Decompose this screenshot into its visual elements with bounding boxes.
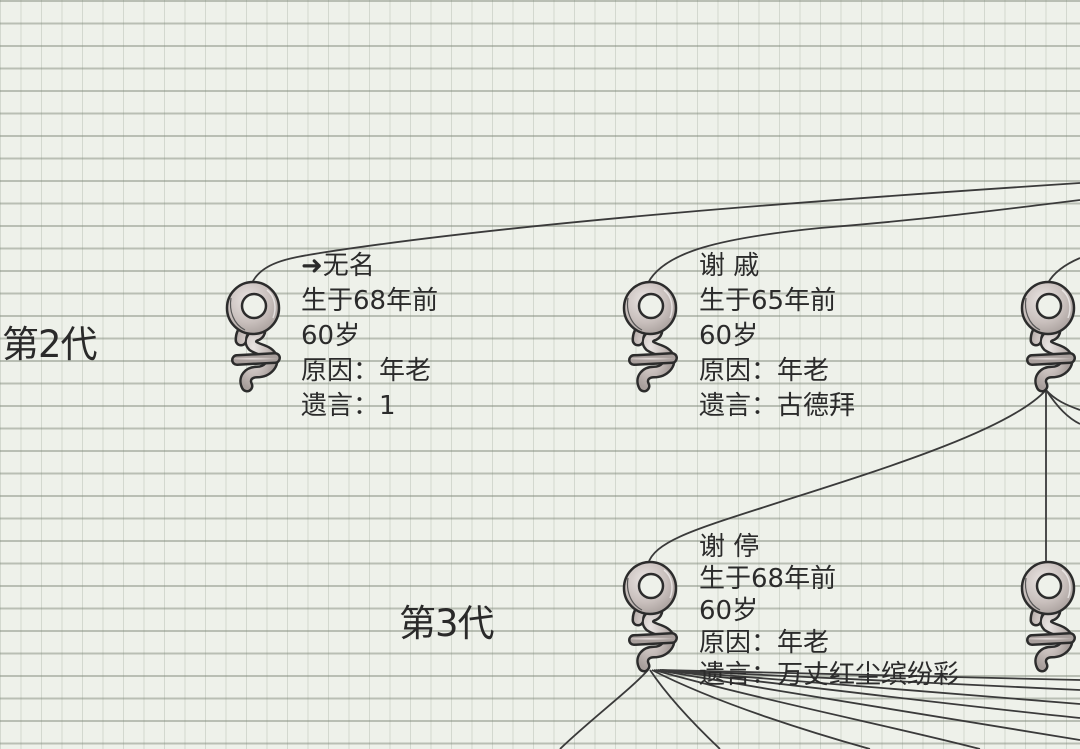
female-symbol-icon[interactable] xyxy=(624,562,676,666)
person-last-words: 遗言：万丈红尘缤纷彩 xyxy=(699,660,960,690)
line-down-3 xyxy=(651,669,871,749)
person-cause: 原因：年老 xyxy=(699,628,830,658)
line-down-9 xyxy=(661,669,1080,681)
person-age: 60岁 xyxy=(699,596,759,626)
person-info-wuming[interactable]: ➜无名 生于68年前 60岁 原因：年老 遗言：1 xyxy=(301,249,438,424)
line-down-8 xyxy=(659,669,1080,691)
line-down-7 xyxy=(659,669,1080,705)
female-symbol-icon[interactable] xyxy=(227,282,279,386)
person-info-xieting[interactable]: 谢 停 生于68年前 60岁 原因：年老 遗言：万丈红尘缤纷彩 xyxy=(699,531,959,691)
person-name: ➜无名 xyxy=(301,251,375,281)
line-to-xieqi xyxy=(647,199,1080,284)
person-age: 60岁 xyxy=(301,321,361,351)
line-down-6 xyxy=(657,669,1080,719)
female-symbol-icon[interactable] xyxy=(1022,282,1074,386)
generation-label-3: 第3代 xyxy=(399,602,495,645)
line-node3-up xyxy=(1047,257,1080,284)
person-cause: 原因：年老 xyxy=(301,356,432,386)
female-symbol-icon[interactable] xyxy=(1022,562,1074,666)
line-to-wuming xyxy=(251,182,1080,284)
connection-lines xyxy=(251,182,1080,749)
line-node3-right-b xyxy=(1045,389,1080,425)
person-cause: 原因：年老 xyxy=(699,356,830,386)
person-name: 谢 停 xyxy=(699,532,760,562)
line-node3-right-a xyxy=(1045,389,1080,411)
person-last-words: 遗言：古德拜 xyxy=(699,391,856,421)
person-name: 谢 戚 xyxy=(699,251,760,281)
person-last-words: 遗言：1 xyxy=(301,391,396,421)
line-down-2 xyxy=(649,669,721,749)
person-info-xieqi[interactable]: 谢 戚 生于65年前 60岁 原因：年老 遗言：古德拜 xyxy=(699,249,855,424)
person-age: 60岁 xyxy=(699,321,759,351)
person-born: 生于68年前 xyxy=(699,564,837,594)
person-born: 生于65年前 xyxy=(699,286,837,316)
person-born: 生于68年前 xyxy=(301,286,439,316)
line-down-5 xyxy=(655,669,1080,741)
line-down-1 xyxy=(559,669,649,749)
female-symbol-icon[interactable] xyxy=(624,282,676,386)
line-node3-to-xieting xyxy=(647,389,1047,565)
generation-label-2: 第2代 xyxy=(2,323,98,366)
line-down-4 xyxy=(653,669,981,749)
